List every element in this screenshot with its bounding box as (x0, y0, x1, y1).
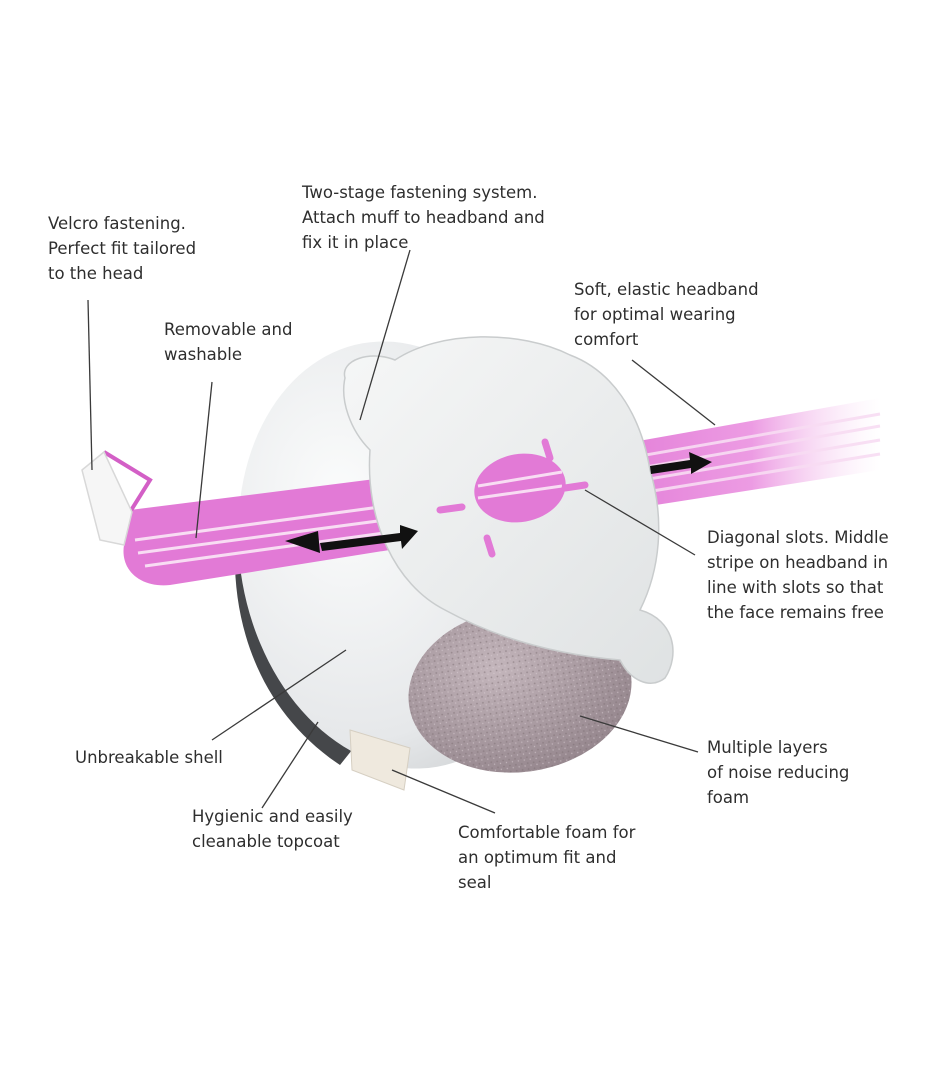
velcro-strip (81, 450, 133, 546)
label-topcoat: Hygienic and easily cleanable topcoat (192, 807, 353, 851)
label-slots: Diagonal slots. Middle stripe on headban… (707, 528, 889, 622)
leader-lines (87, 249, 716, 814)
label-headband: Soft, elastic headband for optimal weari… (574, 280, 759, 349)
label-multi-layers: Multiple layers of noise reducing foam (707, 738, 850, 807)
attachment-plate (343, 336, 674, 684)
label-two-stage: Two-stage fastening system. Attach muff … (302, 183, 545, 252)
label-velcro: Velcro fastening. Perfect fit tailored t… (48, 214, 197, 283)
direction-arrows (285, 452, 712, 553)
label-comfort-foam: Comfortable foam for an optimum fit and … (458, 823, 636, 892)
label-shell: Unbreakable shell (75, 748, 223, 767)
comfort-foam (349, 729, 411, 791)
label-removable: Removable and washable (164, 320, 293, 364)
